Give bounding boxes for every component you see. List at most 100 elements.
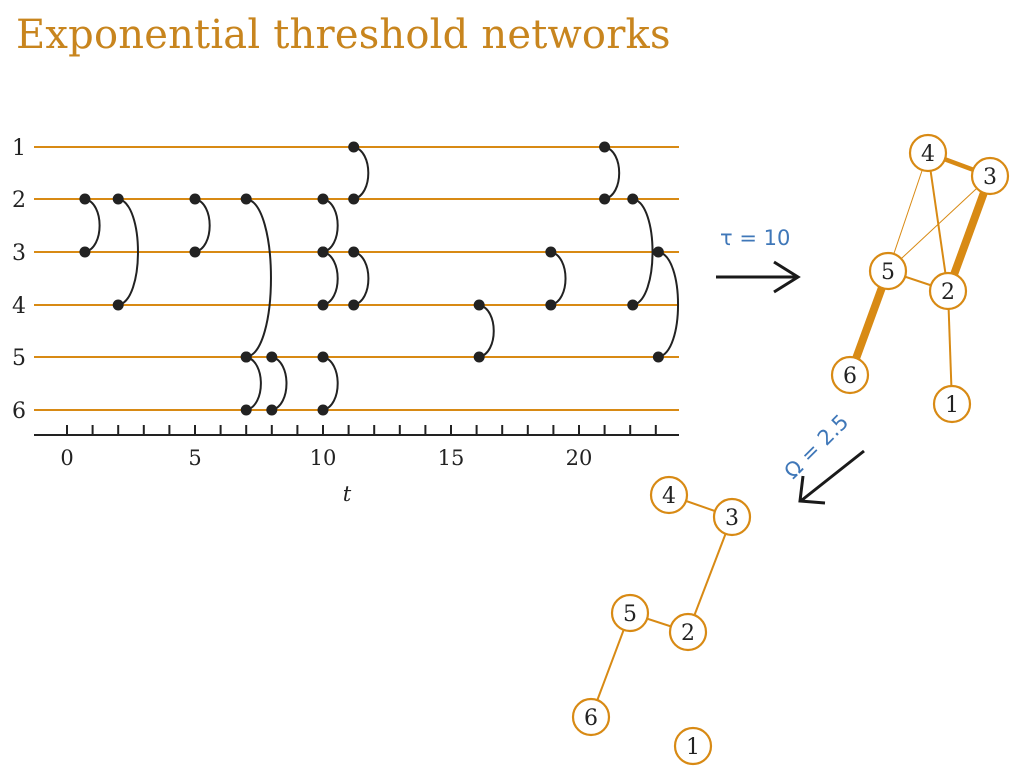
contact-arc [271,356,288,411]
x-axis-label: t [343,482,352,506]
contact-arc [84,198,101,253]
contact-dot [627,193,639,205]
contact-3 [189,193,211,258]
contact-dot [545,246,557,258]
contact-14 [599,141,621,205]
tick-label-5: 5 [188,446,201,470]
contact-5 [240,351,262,416]
node-label: 5 [881,260,895,285]
contact-12 [473,299,495,363]
contact-arc [245,198,272,358]
node-label: 1 [686,735,700,760]
g1-edge-4-2 [927,152,949,292]
node-circle [673,726,713,766]
contact-arc [604,146,621,200]
contact-dot [240,351,252,363]
contact-dot [545,299,557,311]
contact-arc [117,198,139,306]
contact-dot [317,299,329,311]
contact-2 [112,193,139,311]
contact-dot [652,351,664,363]
row-label-2: 2 [12,188,26,213]
contact-dot [112,193,124,205]
contact-dot [599,141,611,153]
omega-label: Ω = 2.5 [780,410,854,484]
row-label-4: 4 [12,294,26,319]
node-label: 4 [662,484,676,509]
arrow-down-left-icon [798,449,865,505]
contact-dot [112,299,124,311]
node-circle [830,355,870,395]
node-circle [932,384,972,424]
contact-dot [317,246,329,258]
node-circle [649,475,689,515]
g1-node-1: 1 [932,384,972,424]
contact-dot [348,141,360,153]
contact-arc [550,251,567,306]
g2-node-6: 6 [571,697,611,737]
contact-dot [473,351,485,363]
contact-9 [317,351,339,416]
node-circle [970,156,1010,196]
tau-label: τ = 10 [720,226,790,250]
g2-node-2: 2 [668,612,708,652]
g1-edge-5-3 [887,175,991,272]
contact-dot [79,193,91,205]
contact-dot [473,299,485,311]
row-label-5: 5 [12,346,26,371]
contact-arc [322,356,339,411]
contact-dot [79,246,91,258]
node-label: 2 [941,280,955,305]
row-label-1: 1 [12,136,26,161]
tick-label-15: 15 [438,446,465,470]
contact-arc [322,198,339,253]
node-label: 5 [623,602,637,627]
g2-node-4: 4 [649,475,689,515]
tick-label-10: 10 [310,446,337,470]
contact-dot [599,193,611,205]
g2-edge-3-2 [687,516,733,633]
contact-dot [189,246,201,258]
g1-edge-4-5 [887,152,929,272]
contact-dot [317,193,329,205]
row-label-6: 6 [12,399,26,424]
contact-dot [266,351,278,363]
node-label: 3 [725,506,739,531]
node-label: 1 [945,393,959,418]
node-label: 3 [983,165,997,190]
contact-1 [79,193,101,258]
contact-8 [317,246,339,311]
tick-label-0: 0 [60,446,73,470]
thresholded-network-graph: 1 2 3 4 5 6 [571,475,752,766]
g1-node-5: 5 [868,251,908,291]
node-circle [928,271,968,311]
contact-dot [266,404,278,416]
contact-6 [266,351,288,416]
node-circle [571,697,611,737]
g1-node-4: 4 [908,133,948,173]
contact-dot [189,193,201,205]
contact-arc [245,356,262,411]
contact-dot [240,193,252,205]
g1-node-6: 6 [830,355,870,395]
contact-arc [658,251,679,358]
contact-dot [348,299,360,311]
contact-dot [348,193,360,205]
node-circle [610,593,650,633]
contact-dot [627,299,639,311]
contact-15 [627,193,654,311]
g1-edge-3-2 [944,174,994,293]
contact-10 [348,141,370,205]
contact-arc [632,198,654,306]
contact-dot [317,351,329,363]
contact-dot [652,246,664,258]
contact-16 [652,246,679,363]
tick-label-20: 20 [566,446,593,470]
aggregated-network-graph: 1 2 3 4 5 6 [830,133,1010,424]
g1-node-3: 3 [970,156,1010,196]
contact-dot [348,246,360,258]
arrow-right-icon [716,260,801,294]
contact-13 [545,246,567,311]
